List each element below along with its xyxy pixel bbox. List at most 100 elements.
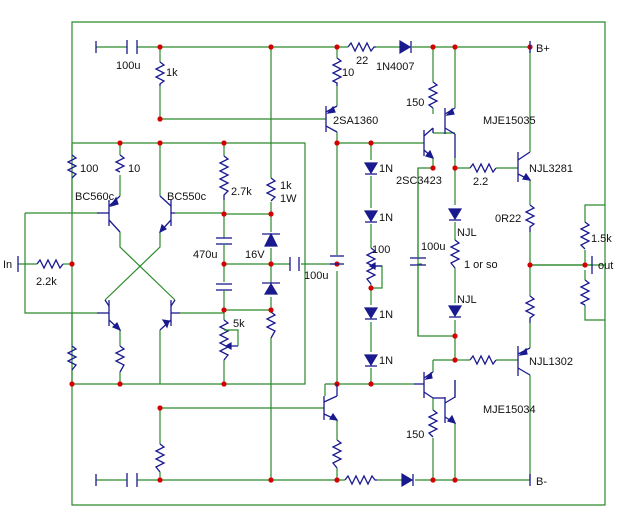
transistor-mje15035	[444, 107, 456, 158]
label-q-njl1302: NJL1302	[529, 356, 573, 368]
label-q-bc560c: BC560c	[75, 191, 115, 203]
diode-1n-1	[363, 162, 379, 175]
resistor-1k-1w	[265, 177, 277, 202]
resistor-bottom-rail	[344, 474, 377, 486]
capacitor-bottom-left	[95, 473, 138, 487]
label-r-1k-1w-b: 1W	[280, 193, 297, 205]
resistor-2-2	[469, 162, 497, 174]
diode-1n-3	[363, 307, 379, 320]
resistor-2-7k	[218, 155, 230, 200]
capacitor-100u-right	[410, 168, 426, 336]
label-rail-neg: B-	[536, 476, 547, 488]
label-d-njl-1: NJL	[457, 227, 477, 239]
resistors	[36, 41, 591, 486]
transistor-mje15034	[433, 380, 457, 424]
diodes	[262, 39, 463, 488]
resistor-1-5k-top	[579, 221, 591, 250]
resistor-vas-lower	[331, 439, 343, 469]
transistor-njl3281	[517, 151, 532, 182]
label-d-njl-2: NJL	[457, 294, 477, 306]
label-r-10-a: 10	[128, 163, 140, 175]
label-q-bc550c: BC550c	[167, 191, 207, 203]
label-q-njl3281: NJL3281	[529, 163, 573, 175]
label-r-2-2k: 2.2k	[36, 276, 57, 288]
transistor-2sa1360	[325, 105, 338, 133]
labels: 100u 1k 10 22 1N4007 B+ B- 2SA1360 150 M…	[3, 43, 613, 488]
junction-nodes	[69, 44, 588, 483]
resistor-vas-base-lower	[154, 443, 166, 473]
capacitors	[216, 168, 426, 336]
label-d-1n-2: 1N	[379, 212, 393, 224]
resistor-npn-out-base	[469, 354, 497, 366]
label-d-1n-4: 1N	[379, 355, 393, 367]
diode-1n4007	[399, 39, 412, 55]
zener-16v-a	[262, 232, 280, 247]
label-r-1k-top: 1k	[166, 67, 178, 79]
diode-njl-1	[447, 208, 463, 221]
resistor-out-lower	[524, 295, 536, 323]
label-r-100: 100	[80, 163, 98, 175]
label-pot-5k: 5k	[233, 318, 245, 330]
transistor-lower-driver	[414, 371, 434, 399]
diode-njl-2	[447, 305, 463, 318]
resistor-input-stage-bl	[66, 345, 78, 371]
potentiometers	[218, 247, 382, 361]
diode-1n-4	[363, 354, 379, 367]
label-q-mje15035: MJE15035	[483, 115, 536, 127]
resistor-1-or-so	[449, 239, 461, 269]
label-input: In	[3, 259, 12, 271]
label-r-1-5k: 1.5k	[591, 233, 612, 245]
label-r-150-bot: 150	[406, 429, 424, 441]
label-q-2sa1360: 2SA1360	[333, 115, 378, 127]
label-r-2-2: 2.2	[473, 176, 488, 188]
label-pot-100: 100	[372, 244, 390, 256]
label-r-1k-1w-a: 1k	[280, 180, 292, 192]
capacitor-top-left	[95, 40, 138, 54]
label-zener-16v: 16V	[245, 249, 265, 261]
label-cap-100u-right: 100u	[421, 241, 445, 253]
label-cap-470u: 470u	[193, 249, 217, 261]
label-d-1n-3: 1N	[379, 309, 393, 321]
diode-1n-2	[363, 210, 379, 223]
label-q-2sc3423: 2SC3423	[396, 175, 442, 187]
diode-bottom-rail	[401, 472, 414, 488]
transistor-njl1302	[517, 346, 531, 376]
resistor-bias-lower	[265, 311, 277, 339]
capacitor-100u-mid-b	[330, 255, 344, 265]
resistor-10-b	[331, 57, 343, 86]
label-r-0r22: 0R22	[495, 213, 521, 225]
transistor-bc560c	[97, 195, 121, 233]
label-d-1n-1: 1N	[379, 163, 393, 175]
transistor-input-lower-right	[159, 299, 180, 331]
terminals	[17, 41, 593, 486]
label-r-1-or-so: 1 or so	[464, 259, 498, 271]
wiring	[18, 21, 606, 506]
transistor-2sc3423	[423, 127, 435, 159]
label-r-150-top: 150	[406, 97, 424, 109]
label-output: out	[598, 260, 613, 272]
resistor-0r22	[524, 204, 536, 232]
capacitor-100u-mid-a	[289, 257, 300, 271]
label-r-22: 22	[356, 55, 368, 67]
resistor-1k-top	[154, 61, 166, 86]
capacitor-470u	[216, 237, 232, 252]
transistors	[97, 105, 532, 424]
resistor-2-2k	[36, 258, 64, 270]
resistor-22	[347, 41, 376, 53]
resistor-10-a	[114, 154, 126, 173]
resistor-150-bot	[427, 409, 439, 438]
pot-5k	[218, 319, 230, 361]
resistor-1-5k-bot	[579, 279, 591, 306]
transistor-lower-vas	[323, 384, 339, 421]
label-cap-100u-mid: 100u	[304, 270, 328, 282]
transistor-bc550c	[159, 195, 175, 234]
transistor-input-lower-left	[97, 299, 122, 332]
resistor-100	[66, 154, 78, 179]
label-q-mje15034: MJE15034	[483, 404, 536, 416]
resistor-150-top	[427, 81, 439, 109]
label-r-10-b: 10	[342, 67, 354, 79]
zener-16v-b	[262, 282, 280, 295]
label-cap-in-100u: 100u	[116, 60, 140, 72]
label-r-2-7k: 2.7k	[231, 186, 252, 198]
